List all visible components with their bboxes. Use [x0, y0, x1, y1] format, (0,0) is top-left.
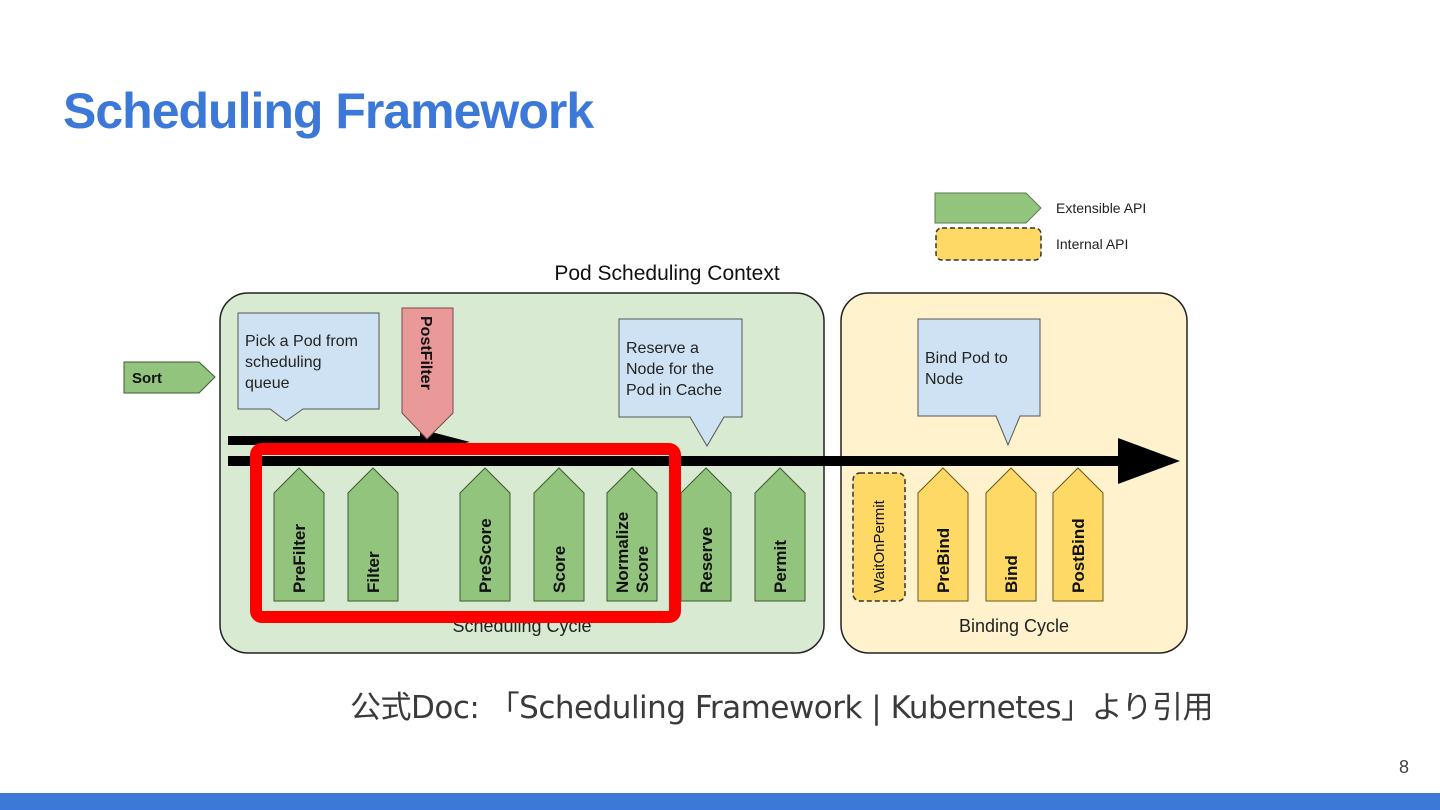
callout-bind-pod-shape [917, 318, 1041, 447]
binding-cycle-steps: PreBind Bind PostBind [917, 467, 1104, 602]
sched-prefilter-shape [273, 467, 325, 602]
legend: Extensible API Internal API [934, 192, 1146, 261]
callout-reserve-node: Reserve a Node for the Pod in Cache [618, 318, 743, 447]
sched-permit-shape [754, 467, 806, 602]
postfilter-label: PostFilter [417, 316, 434, 390]
legend-internal-label: Internal API [1056, 236, 1128, 252]
sort-label: Sort [132, 370, 162, 387]
callout-pick-pod-shape [237, 312, 380, 422]
postfilter-step: PostFilter [401, 307, 454, 440]
callout-bind-pod-text: Bind Pod to Node [925, 350, 1012, 388]
bind-postbind-step: PostBind [1052, 467, 1104, 602]
binding-cycle-label: Binding Cycle [959, 616, 1069, 636]
bind-bind-label: Bind [1002, 555, 1021, 593]
sched-score-step: Score [533, 467, 585, 602]
sched-filter-label: Filter [364, 551, 383, 593]
sched-prescore-step: PreScore [459, 467, 511, 602]
slide-title: Scheduling Framework [63, 83, 594, 139]
callout-reserve-node-shape [618, 318, 743, 447]
highlight-box [250, 443, 681, 623]
callout-reserve-node-text: Reserve a Node for the Pod in Cache [626, 340, 722, 399]
sched-prescore-shape [459, 467, 511, 602]
sched-prescore-label: PreScore [476, 518, 495, 593]
bind-prebind-step: PreBind [917, 467, 969, 602]
callout-pick-pod: Pick a Pod from scheduling queue [237, 312, 380, 422]
bind-postbind-shape [1052, 467, 1104, 602]
legend-extensible-label: Extensible API [1056, 200, 1146, 216]
sched-prefilter-label: PreFilter [290, 524, 309, 593]
bind-bind-shape [985, 467, 1037, 602]
main-flow-arrowhead [1118, 438, 1180, 484]
wait-on-permit-step: WaitOnPermit [852, 472, 906, 602]
sched-filter-shape [347, 467, 399, 602]
sched-score-label: Score [550, 546, 569, 593]
legend-internal-swatch [935, 227, 1042, 261]
footer-bar [0, 793, 1440, 810]
wait-on-permit-label: WaitOnPermit [871, 499, 888, 593]
sched-score-shape [533, 467, 585, 602]
source-caption: 公式Doc: 「Scheduling Framework | Kubernete… [350, 690, 1213, 726]
postfilter-shape [401, 307, 454, 440]
sched-prefilter-step: PreFilter [273, 467, 325, 602]
postfilter-flow-line [228, 436, 433, 445]
bind-postbind-label: PostBind [1069, 518, 1088, 593]
context-label: Pod Scheduling Context [554, 262, 779, 285]
callout-pick-pod-text: Pick a Pod from scheduling queue [245, 333, 362, 392]
sched-normalize-score-label: Normalize [613, 512, 632, 593]
wait-on-permit-shape [852, 472, 906, 602]
legend-extensible-swatch [934, 192, 1042, 224]
page-number: 8 [1398, 757, 1409, 777]
bind-prebind-shape [917, 467, 969, 602]
sort-step: Sort [123, 361, 216, 394]
bind-prebind-label: PreBind [934, 528, 953, 593]
sched-permit-step: Permit [754, 467, 806, 602]
callout-bind-pod: Bind Pod to Node [917, 318, 1041, 447]
sched-reserve-step: Reserve [680, 467, 732, 602]
sched-normalize-score-label: Score [633, 546, 652, 593]
sched-normalize-score-shape [606, 467, 658, 602]
bind-bind-step: Bind [985, 467, 1037, 602]
sort-shape [123, 361, 216, 394]
sched-filter-step: Filter [347, 467, 399, 602]
scheduling-framework-diagram: Extensible API Internal API Pod Scheduli… [123, 192, 1188, 654]
sched-reserve-label: Reserve [697, 527, 716, 593]
sched-permit-label: Permit [771, 540, 790, 593]
